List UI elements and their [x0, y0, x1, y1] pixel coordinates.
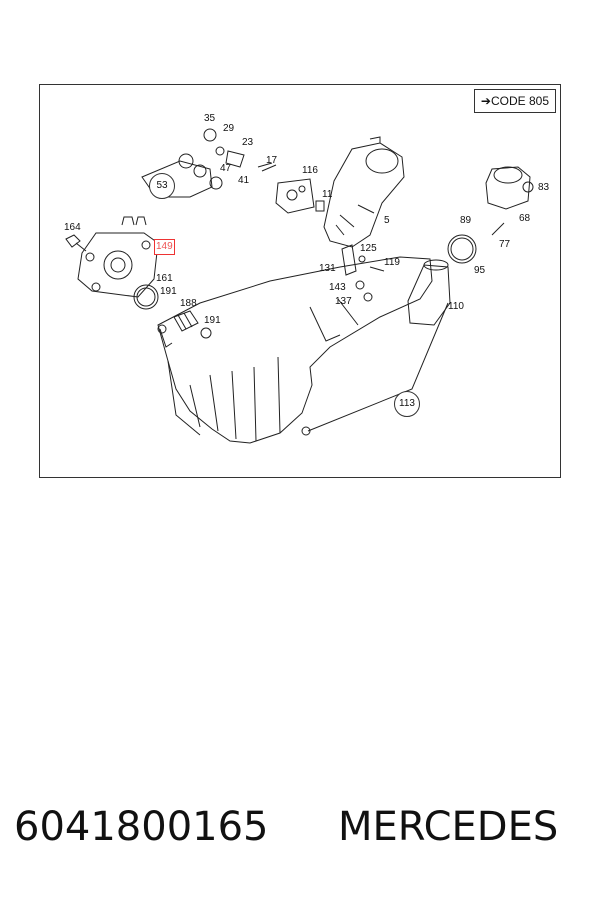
callout-29[interactable]: 29: [223, 123, 235, 134]
gasket-116: [275, 178, 315, 214]
callout-188[interactable]: 188: [180, 298, 197, 309]
filter-cap-68: [485, 166, 531, 210]
valve-188: [173, 310, 199, 332]
exploded-view-drawing: [65, 128, 534, 444]
callout-161[interactable]: 161: [156, 273, 173, 284]
callout-125[interactable]: 125: [360, 243, 377, 254]
callout-11[interactable]: 11: [322, 189, 333, 200]
callout-41[interactable]: 41: [238, 175, 250, 186]
callout-191-b[interactable]: 191: [204, 315, 221, 326]
callout-47[interactable]: 47: [220, 163, 232, 174]
engine-block-outline: [157, 256, 433, 444]
callout-68[interactable]: 68: [519, 213, 531, 224]
callout-23[interactable]: 23: [242, 137, 254, 148]
callout-95[interactable]: 95: [474, 265, 486, 276]
callout-35[interactable]: 35: [204, 113, 216, 124]
oil-filter-housing-shape: [77, 232, 159, 298]
callout-137[interactable]: 137: [335, 296, 352, 307]
arrow-right-icon: ➔: [480, 94, 491, 108]
callout-131[interactable]: 131: [319, 263, 336, 274]
callout-110[interactable]: 110: [448, 301, 464, 312]
callout-164[interactable]: 164: [64, 222, 81, 233]
code-label-box: ➔CODE 805: [473, 89, 556, 113]
block-edge: [159, 298, 359, 348]
pump-housing-shape: [323, 142, 405, 248]
footer: 6041800165 MERCEDES: [0, 800, 600, 860]
callout-89[interactable]: 89: [460, 215, 472, 226]
callout-77[interactable]: 77: [499, 239, 511, 250]
seal-ring-161: [133, 284, 159, 310]
oil-pan-ribs: [167, 356, 281, 442]
callout-119[interactable]: 119: [384, 257, 400, 268]
callout-191-a[interactable]: 191: [160, 286, 177, 297]
callout-53[interactable]: 53: [149, 173, 175, 199]
callout-83[interactable]: 83: [538, 182, 550, 193]
oil-filter-element-110: [407, 264, 451, 326]
callout-17[interactable]: 17: [266, 155, 278, 166]
callout-143[interactable]: 143: [329, 282, 346, 293]
callout-5[interactable]: 5: [384, 215, 390, 226]
brand-name: MERCEDES: [338, 804, 559, 850]
callout-113[interactable]: 113: [394, 391, 420, 417]
callout-149-highlighted[interactable]: 149: [154, 239, 175, 255]
code-label: CODE 805: [490, 94, 549, 108]
parts-diagram: ➔CODE 805 35 29 23 17 47 41 53 116 11 5 …: [39, 84, 561, 478]
part-number: 6041800165: [14, 804, 269, 850]
callout-116[interactable]: 116: [302, 165, 318, 176]
